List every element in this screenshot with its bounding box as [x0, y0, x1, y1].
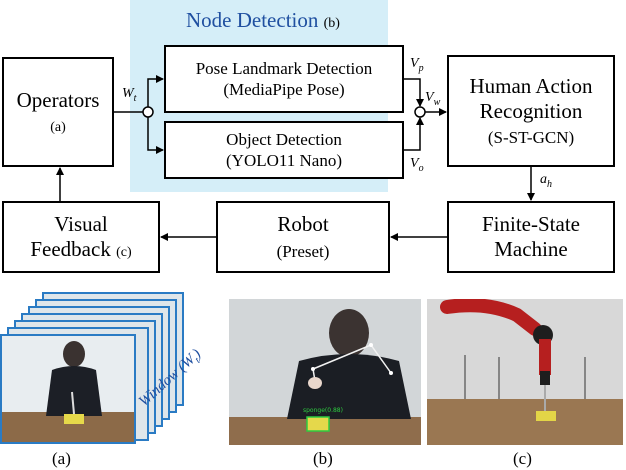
vp-label: Vp [410, 56, 424, 74]
feedback-tag: (c) [116, 245, 132, 260]
feedback-line2-wrap: Feedback (c) [30, 237, 131, 262]
photo-b: sponge(0.88) [229, 299, 421, 445]
vo-label: Vo [410, 156, 424, 174]
object-line2: (YOLO11 Nano) [226, 151, 342, 170]
vw-sub: w [433, 96, 441, 108]
vo-main: V [410, 156, 419, 171]
ah-sub: h [547, 178, 552, 190]
har-line3: (S-ST-GCN) [487, 127, 575, 147]
object-line1: Object Detection [226, 129, 342, 149]
operators-label: Operators [16, 88, 100, 113]
caption-a: (a) [52, 449, 71, 468]
ah-label: ah [540, 172, 552, 190]
feedback-line2: Feedback [30, 237, 111, 261]
photo-a-scene [2, 336, 134, 442]
har-line1: Human Action [469, 74, 593, 99]
vw-main: V [425, 90, 434, 105]
vo-sub: o [418, 162, 424, 174]
caption-b: (b) [313, 449, 333, 468]
object-detection-box: Object Detection (YOLO11 Nano) [164, 121, 404, 179]
vw-label: Vw [425, 90, 440, 108]
pose-detection-box: Pose Landmark Detection (MediaPipe Pose) [164, 45, 404, 113]
feedback-line1: Visual [54, 211, 108, 236]
wt-main: W [122, 86, 134, 101]
merge-junction [414, 106, 426, 118]
wt-label: Wt [122, 86, 136, 104]
pose-to-merge-arrow [404, 78, 424, 107]
pose-line2: (MediaPipe Pose) [223, 80, 345, 99]
photo-b-scene [229, 299, 421, 445]
photo-a-front-frame [0, 334, 136, 444]
wt-sub: t [133, 92, 137, 104]
node-detection-title: Node Detection (b) [186, 8, 340, 33]
fsm-line1: Finite-State [482, 211, 580, 236]
photo-c [427, 299, 623, 445]
fsm-line2: Machine [494, 237, 568, 261]
robot-box: Robot (Preset) [216, 201, 390, 273]
object-to-merge-arrow [404, 117, 424, 151]
vp-sub: p [418, 62, 424, 74]
vp-main: V [410, 56, 419, 71]
caption-c: (c) [513, 449, 532, 468]
operators-box: Operators (a) [2, 57, 114, 167]
ah-main: a [540, 172, 547, 187]
panel-title-text: Node Detection [186, 8, 319, 32]
operators-tag: (a) [50, 119, 66, 135]
panel-title-tag: (b) [323, 16, 340, 31]
photo-a-stack [0, 292, 200, 444]
robot-line2: (Preset) [276, 241, 330, 261]
fsm-box: Finite-State Machine [447, 201, 615, 273]
har-box: Human Action Recognition (S-ST-GCN) [447, 55, 615, 167]
robot-line1: Robot [277, 211, 329, 236]
visual-feedback-box: Visual Feedback (c) [2, 201, 160, 273]
pose-line1: Pose Landmark Detection [195, 58, 373, 78]
photo-c-scene [427, 299, 623, 445]
har-line2: Recognition [479, 99, 583, 124]
detection-label: sponge(0.88) [303, 407, 343, 414]
